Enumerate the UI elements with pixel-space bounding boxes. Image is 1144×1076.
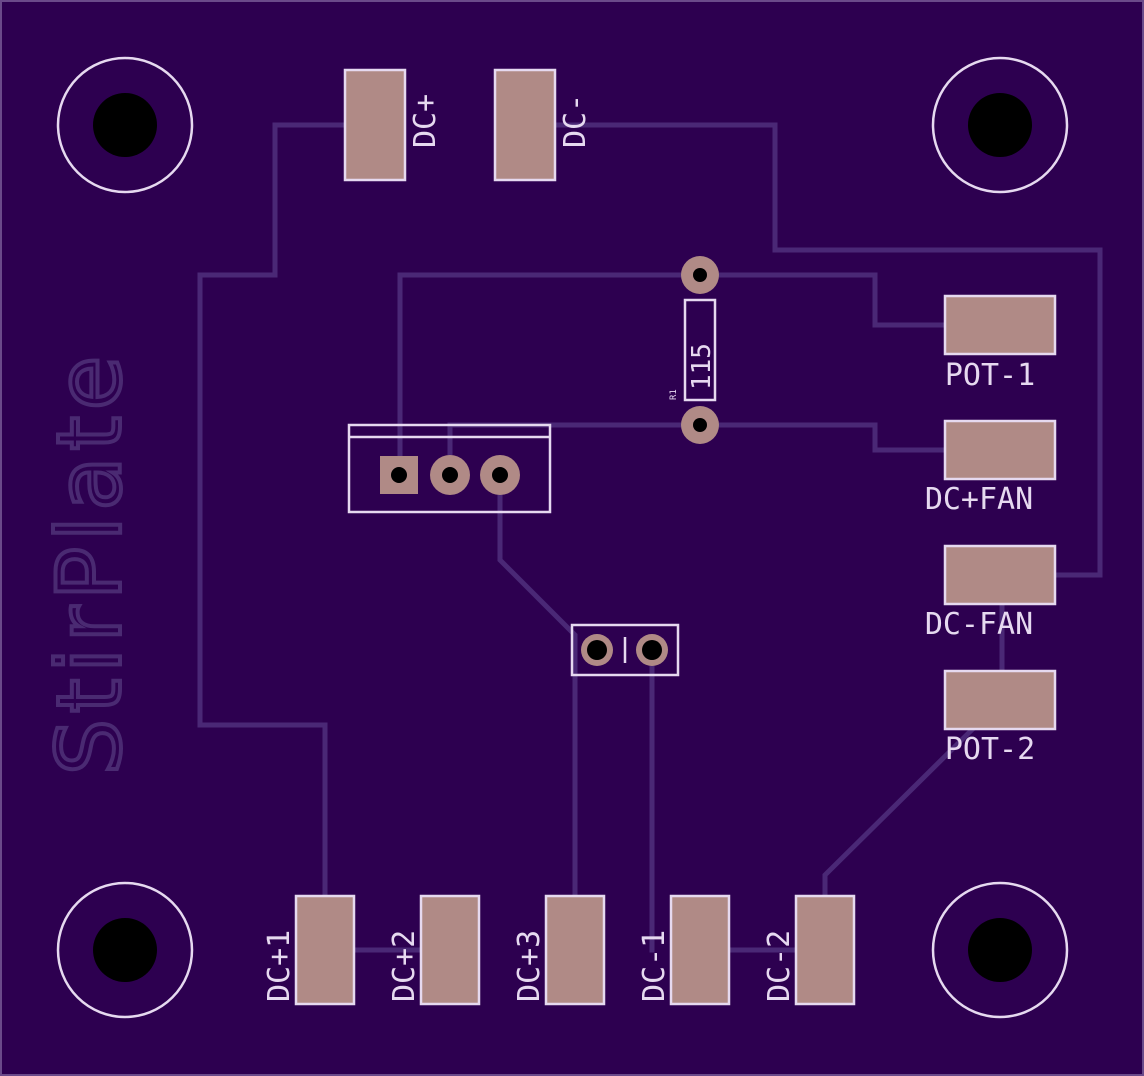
trace-pot1	[397, 272, 1003, 478]
voltage-regulator	[347, 423, 552, 514]
pad-dc-plus-3: DC+3	[512, 894, 606, 1006]
label-dc-minus-fan: DC-FAN	[925, 607, 1033, 642]
pad-dc-plus-fan: DC+FAN	[925, 419, 1057, 517]
pad-dc-plus-1: DC+1	[262, 894, 356, 1006]
trace-dcfan	[447, 422, 1003, 478]
pad-dc-plus-2: DC+2	[387, 894, 481, 1006]
mounting-hole-top-left	[56, 56, 194, 194]
regulator-outline	[347, 423, 552, 514]
label-dc-minus: DC-	[558, 94, 593, 148]
pad-pot-1: POT-1	[943, 294, 1057, 393]
capacitor	[570, 623, 680, 677]
capacitor-outline	[570, 623, 680, 677]
label-pot-2: POT-2	[945, 732, 1035, 767]
resistor-value: 115	[687, 343, 717, 390]
pad-dc-minus: DC-	[493, 68, 593, 182]
mounting-hole-top-right	[931, 56, 1069, 194]
label-dc-plus-fan: DC+FAN	[925, 482, 1033, 517]
label-dc-plus-3: DC+3	[512, 930, 547, 1002]
mounting-hole-bottom-left	[56, 881, 194, 1019]
label-dc-plus-1: DC+1	[262, 930, 297, 1002]
label-dc-minus-2: DC-2	[762, 930, 797, 1002]
pad-dc-plus: DC+	[343, 68, 443, 182]
label-dc-minus-1: DC-1	[637, 930, 672, 1002]
pad-pot-2: POT-2	[943, 669, 1057, 767]
resistor-designator: R1	[669, 389, 679, 400]
trace-reg-out	[497, 472, 578, 953]
mounting-holes	[56, 56, 1069, 1019]
trace-dc-minus	[522, 122, 1103, 578]
resistor-r1: 115 R1	[669, 256, 719, 444]
pad-dc-minus-2: DC-2	[762, 894, 856, 1006]
label-dc-plus: DC+	[408, 94, 443, 148]
trace-dc-plus	[197, 122, 378, 953]
label-dc-plus-2: DC+2	[387, 930, 422, 1002]
mounting-hole-bottom-right	[931, 881, 1069, 1019]
pad-dc-minus-fan: DC-FAN	[925, 544, 1057, 642]
resistor-body	[683, 298, 717, 402]
pad-dc-minus-1: DC-1	[637, 894, 731, 1006]
board-title: StirPlate	[38, 350, 141, 775]
label-pot-1: POT-1	[945, 358, 1035, 393]
